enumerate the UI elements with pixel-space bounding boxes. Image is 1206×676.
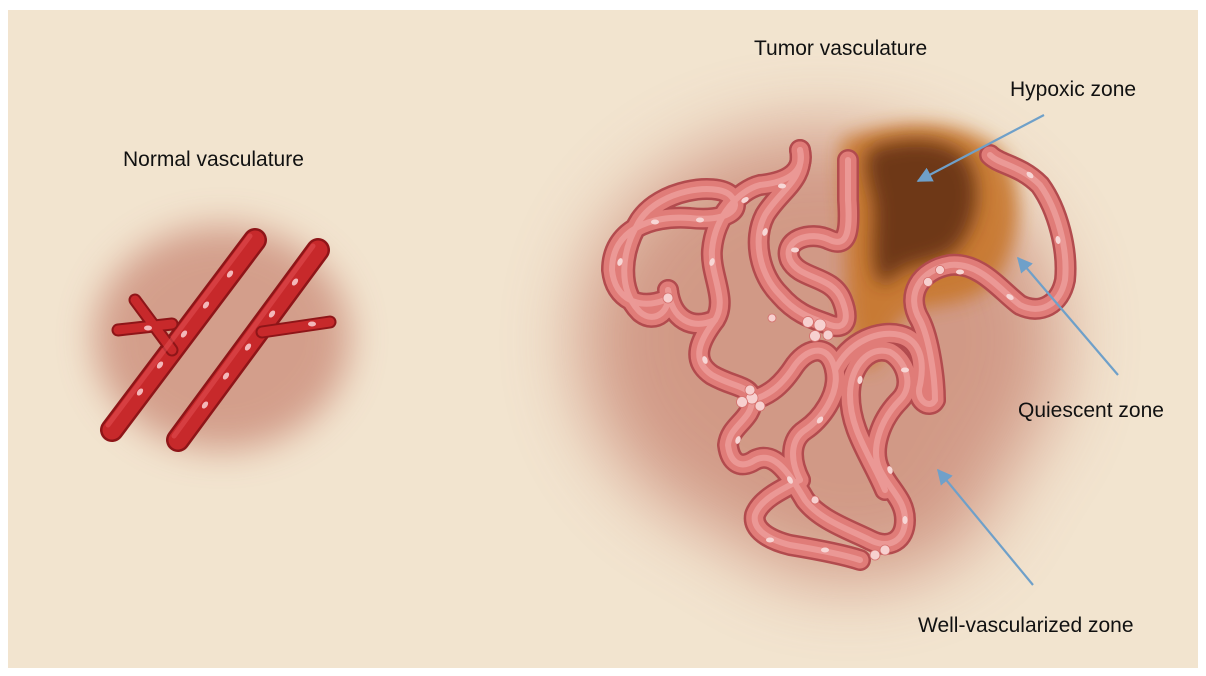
tumor-vasculature-label: Tumor vasculature — [754, 38, 927, 59]
normal-vasculature-label: Normal vasculature — [123, 149, 304, 170]
well-vascularized-zone-label: Well-vascularized zone — [918, 615, 1134, 636]
quiescent-zone-label: Quiescent zone — [1018, 400, 1164, 421]
hypoxic-zone-label: Hypoxic zone — [1010, 79, 1136, 100]
